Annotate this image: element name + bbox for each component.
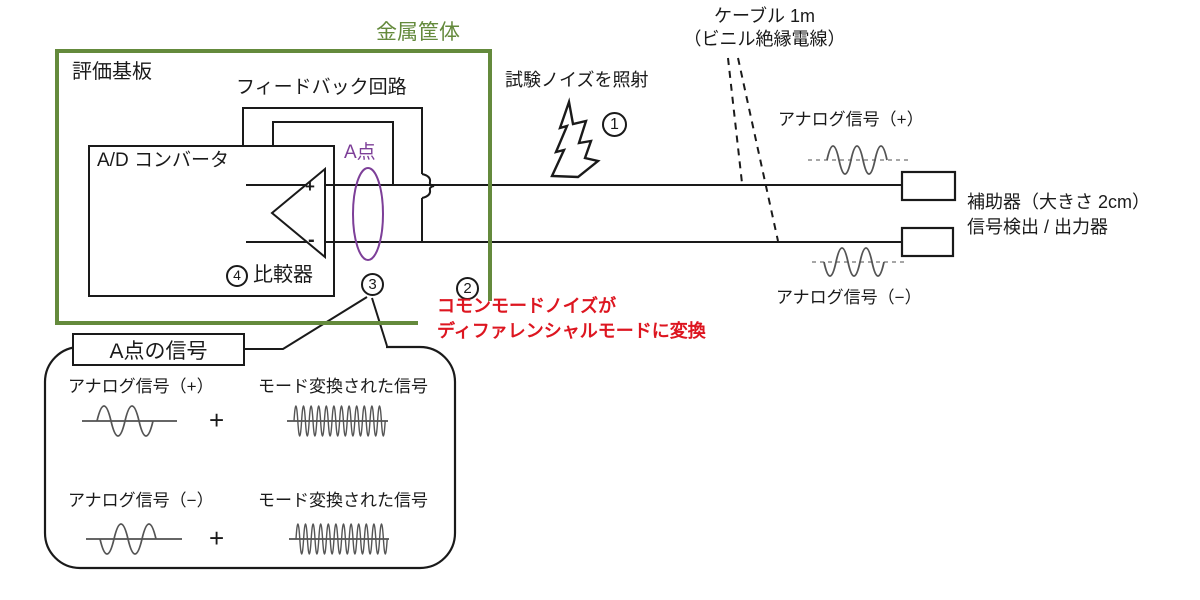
enclosure-border-right (488, 49, 492, 301)
analog-minus-label: アナログ信号（−） (776, 288, 922, 307)
sine-wave-right-minus (823, 247, 885, 277)
comparator-plus-input: + (305, 177, 315, 196)
feedback-label: フィードバック回路 (236, 77, 407, 98)
sine-wave-right-plus (826, 145, 888, 175)
circled-number-4: 4 (226, 264, 248, 287)
adc-box (88, 145, 335, 297)
aux-connector-bottom (900, 226, 955, 258)
feedback-loop-inner (272, 121, 394, 184)
mode-note-line1: コモンモードノイズが (437, 296, 617, 316)
cable-pointer-dash-1 (727, 57, 743, 184)
callout-row2-plus-sign: + (209, 523, 225, 553)
cable-label: ケーブル 1m （ビニル絶縁電線） (662, 5, 867, 50)
callout-title: A点の信号 (109, 339, 208, 363)
aux-label-line2: 信号検出 / 出力器 (967, 217, 1109, 237)
callout-row1-converted-label: モード変換された信号 (258, 377, 428, 396)
analog-plus-label: アナログ信号（+） (778, 110, 924, 129)
callout-row1-signal-label: アナログ信号（+） (68, 377, 214, 396)
mode-note-line2: ディファレンシャルモードに変換 (437, 321, 706, 341)
feedback-loop-outer (242, 107, 423, 174)
comparator-triangle (270, 166, 326, 260)
aux-label-line1: 補助器（大きさ 2cm） (967, 192, 1151, 212)
circled-number-3: 3 (361, 273, 384, 296)
wire-hop-brace (421, 173, 435, 199)
board-label: 評価基板 (72, 61, 152, 83)
noise-label: 試験ノイズを照射 (505, 70, 649, 90)
lightning-bolt-icon (550, 97, 601, 179)
dense-wave-callout-2 (295, 523, 388, 555)
cable-label-line1: ケーブル 1m (714, 6, 815, 26)
sine-wave-callout-plus (96, 405, 154, 437)
callout-title-box: A点の信号 (72, 333, 245, 366)
callout-tail-line-1 (245, 296, 368, 350)
enclosure-border-bottom (55, 321, 418, 325)
point-a-ellipse (352, 167, 384, 261)
enclosure-border-left (55, 49, 59, 325)
dense-wave-callout-1 (293, 405, 386, 437)
callout-row2-converted-label: モード変換された信号 (258, 491, 428, 510)
callout-row2-signal-label: アナログ信号（−） (68, 491, 214, 510)
circled-number-1: 1 (602, 112, 627, 137)
adc-label: A/D コンバータ (97, 150, 229, 171)
callout-row1-plus-sign: + (209, 405, 225, 435)
enclosure-border-top (55, 49, 492, 53)
comparator-minus-input: - (308, 229, 315, 251)
sine-wave-callout-minus (99, 523, 157, 555)
mode-conversion-note: コモンモードノイズが ディファレンシャルモードに変換 (437, 294, 706, 344)
aux-connector-top (900, 170, 957, 202)
enclosure-label: 金属筐体 (376, 21, 460, 44)
point-a-label: A点 (344, 142, 376, 163)
circled-number-2: 2 (456, 277, 479, 300)
cable-label-line2: （ビニル絶縁電線） (683, 28, 846, 49)
comparator-label-text: 比較器 (253, 264, 313, 286)
callout-box (43, 345, 457, 570)
cable-pointer-dash-2 (737, 57, 779, 242)
